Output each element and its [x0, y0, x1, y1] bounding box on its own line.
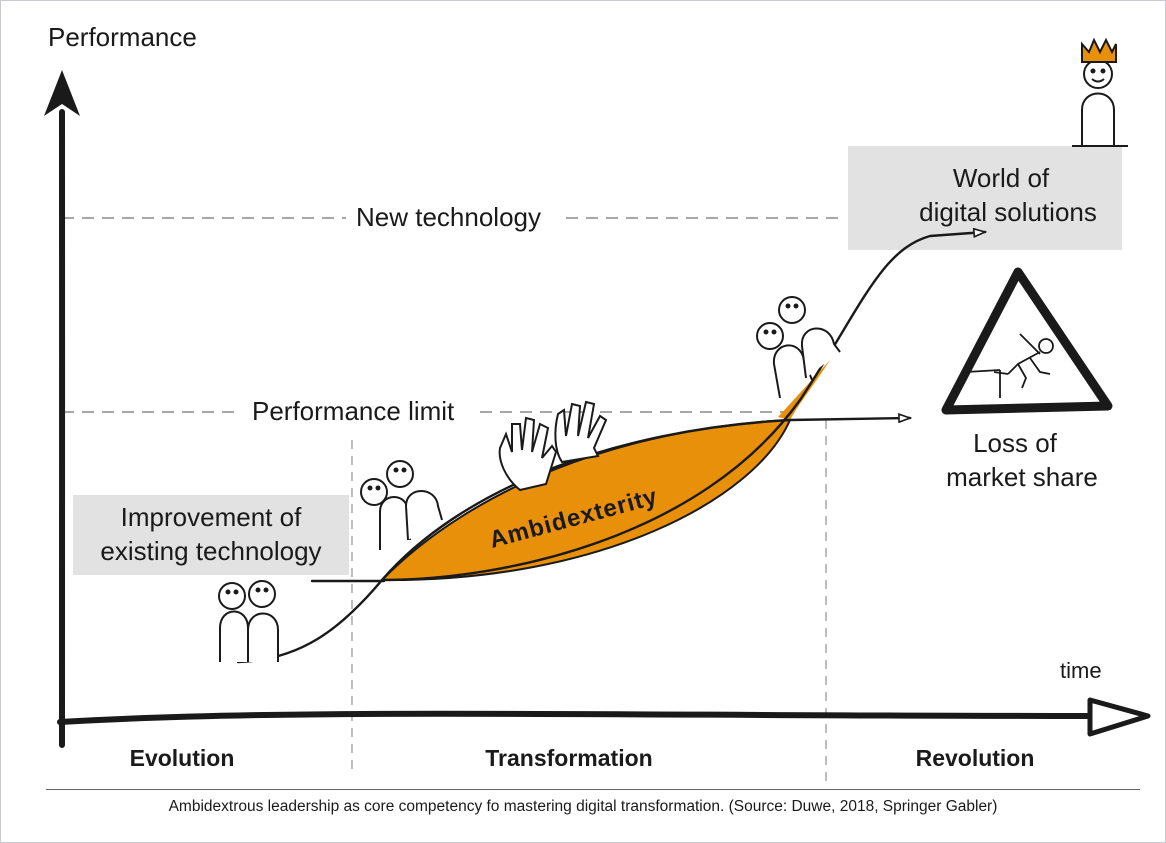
world-label-line1: World of	[953, 163, 1050, 193]
loss-label-line2: market share	[946, 462, 1098, 492]
two-people-icon	[756, 296, 841, 399]
world-label-line2: digital solutions	[919, 197, 1097, 227]
phase-evolution: Evolution	[130, 745, 235, 771]
y-axis-label: Performance	[48, 22, 197, 52]
improvement-label-box	[73, 495, 349, 575]
improvement-label-line1: Improvement of	[121, 502, 302, 532]
figure-caption: Ambidextrous leadership as core competen…	[168, 798, 998, 815]
phase-transformation: Transformation	[485, 745, 652, 771]
new-technology-curve	[380, 232, 985, 582]
loss-label-line1: Loss of	[973, 428, 1058, 458]
new-technology-label: New technology	[356, 202, 541, 232]
two-people-icon	[218, 580, 279, 662]
y-axis-arrowhead	[44, 70, 80, 116]
crowned-person-icon	[1072, 37, 1128, 147]
waving-hands-icon	[498, 400, 608, 492]
digital-transformation-diagram: Performance time New technology Performa…	[44, 22, 1151, 782]
two-people-icon	[360, 460, 443, 550]
y-axis	[58, 109, 66, 748]
phase-revolution: Revolution	[916, 745, 1035, 771]
falling-person-warning-icon	[941, 267, 1113, 415]
performance-limit-label: Performance limit	[252, 396, 455, 426]
x-axis-label: time	[1060, 658, 1102, 683]
old-technology-curve	[236, 418, 910, 664]
caption-divider	[46, 789, 1140, 790]
improvement-label-line2: existing technology	[100, 536, 321, 566]
x-axis	[57, 710, 1113, 725]
x-axis-arrowhead	[1087, 697, 1151, 737]
